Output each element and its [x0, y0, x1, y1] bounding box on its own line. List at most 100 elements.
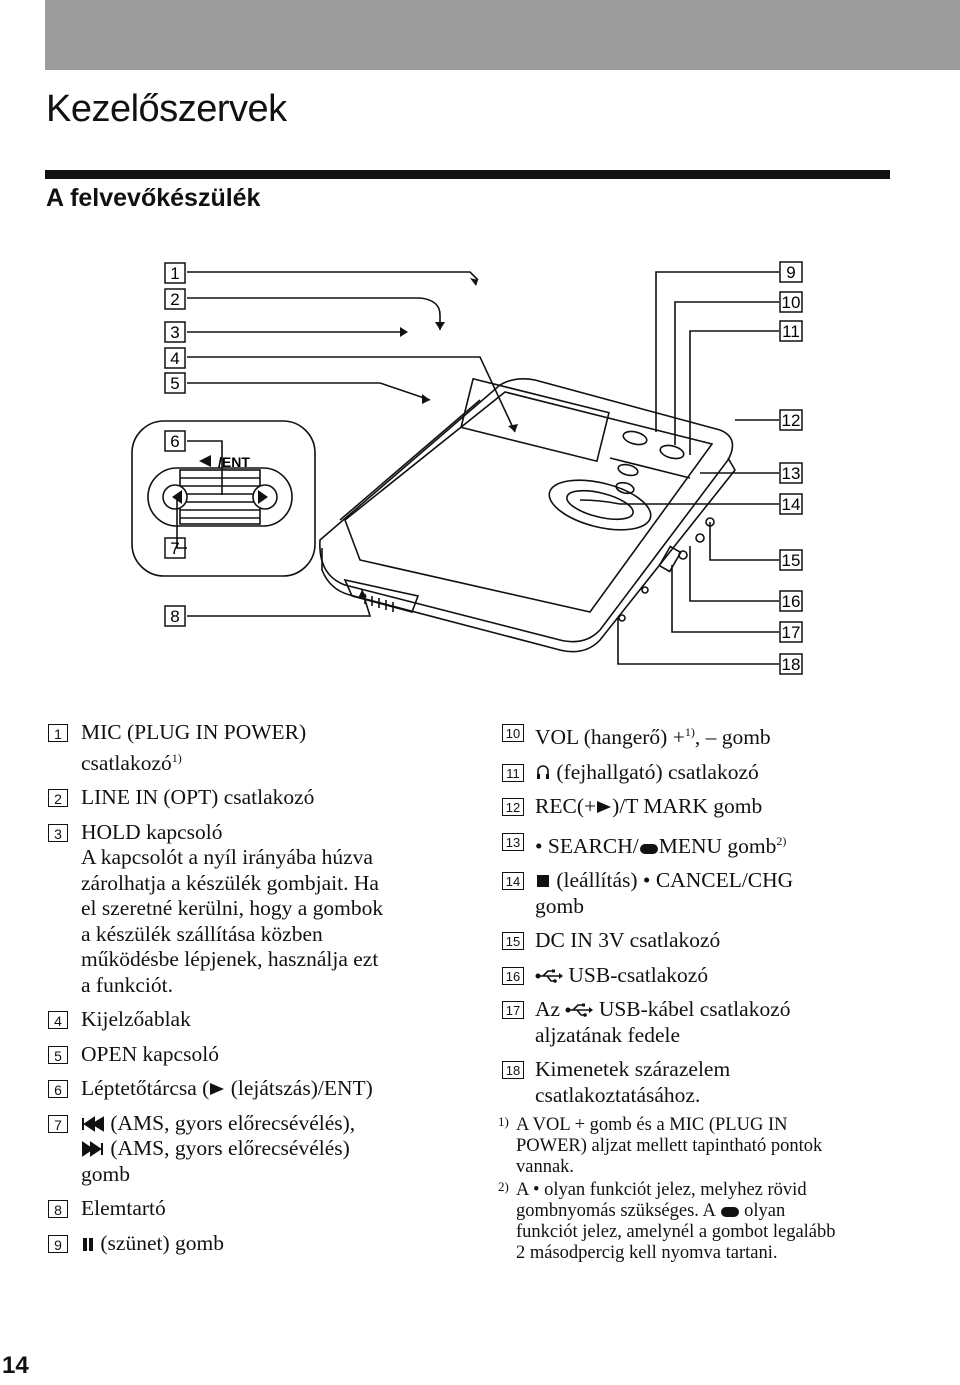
callouts-right: 9 10 11 12 13 14 15 16 17 18 [779, 261, 803, 675]
page-number: 14 [2, 1352, 29, 1379]
legend-item-12: 12 REC(+)/T MARK gomb [500, 794, 920, 820]
item-number: 8 [48, 1200, 68, 1219]
long-press-icon [639, 843, 658, 854]
legend-item-4: 4 Kijelzőablak [46, 1007, 466, 1033]
legend-item-7: 7 (AMS, gyors előrecsévélés), (AMS, gyor… [46, 1111, 466, 1188]
item-number: 6 [48, 1080, 68, 1099]
item-number: 11 [502, 763, 524, 782]
section-rule [45, 170, 890, 179]
svg-text:15: 15 [782, 551, 801, 570]
pause-icon [83, 1237, 93, 1251]
legend-left: 1 MIC (PLUG IN POWER) csatlakozó1) 2 LIN… [46, 720, 466, 1265]
svg-text:10: 10 [782, 293, 801, 312]
callout-9: 9 [779, 261, 803, 283]
callout-4: 4 [164, 347, 186, 369]
svg-text:8: 8 [170, 607, 179, 626]
svg-text:2: 2 [170, 290, 179, 309]
next-icon [258, 490, 272, 504]
callout-1: 1 [164, 262, 186, 284]
item-number: 3 [48, 823, 68, 842]
callout-11: 11 [779, 320, 803, 342]
device-outline [319, 378, 734, 643]
headphones-icon [537, 764, 549, 779]
next-track-icon [82, 1141, 103, 1158]
legend-item-14: 14 (leállítás) • CANCEL/CHG gomb [500, 868, 920, 919]
legend-item-8: 8 Elemtartó [46, 1196, 466, 1222]
svg-text:14: 14 [782, 495, 801, 514]
item-number: 5 [48, 1045, 68, 1064]
callout-2: 2 [164, 288, 186, 310]
device-diagram: /ENT 1 2 3 4 5 6 7 8 9 10 11 12 13 14 15… [131, 261, 803, 675]
legend-item-6: 6 Léptetőtárcsa ( (lejátszás)/ENT) [46, 1076, 466, 1102]
inset-frame [131, 420, 316, 577]
item-number: 15 [502, 932, 524, 951]
legend-item-10: 10 VOL (hangerő) +1), – gomb [500, 720, 920, 751]
legend-item-16: 16 USB-csatlakozó [500, 963, 920, 989]
callout-15: 15 [779, 549, 803, 571]
callout-10: 10 [779, 291, 803, 313]
svg-text:5: 5 [170, 374, 179, 393]
header-bar [45, 0, 960, 70]
section-subtitle: A felvevőkészülék [46, 184, 261, 212]
svg-text:3: 3 [170, 323, 179, 342]
callout-13: 13 [779, 462, 803, 484]
callout-6: 6 [164, 430, 186, 452]
callout-18: 18 [779, 653, 803, 675]
svg-text:9: 9 [786, 263, 795, 282]
callout-17: 17 [779, 621, 803, 643]
callout-12: 12 [779, 409, 803, 431]
callout-5: 5 [164, 372, 186, 394]
legend-item-9: 9 (szünet) gomb [46, 1231, 466, 1257]
svg-text:12: 12 [782, 411, 801, 430]
item-number: 7 [48, 1114, 68, 1133]
footnote-1: 1) A VOL + gomb és a MIC (PLUG IN POWER)… [498, 1114, 823, 1178]
legend-item-17: 17 Az USB-kábel csatlakozó aljzatának fe… [500, 997, 920, 1048]
svg-text:11: 11 [782, 322, 800, 341]
legend-item-11: 11 (fejhallgató) csatlakozó [500, 760, 920, 786]
legend-item-15: 15 DC IN 3V csatlakozó [500, 928, 920, 954]
play-icon [597, 801, 612, 814]
usb-icon [565, 1003, 594, 1018]
callout-3: 3 [164, 321, 186, 343]
legend-item-13: 13 • SEARCH/MENU gomb2) [500, 829, 920, 860]
item-number: 1 [48, 724, 68, 742]
callout-8: 8 [164, 605, 186, 627]
item-number: 10 [502, 724, 524, 742]
prev-icon [168, 490, 182, 504]
item-number: 9 [48, 1234, 68, 1253]
svg-text:7: 7 [170, 539, 179, 558]
page-title: Kezelőszervek [46, 88, 287, 130]
svg-text:1: 1 [170, 264, 179, 283]
play-icon [210, 1083, 225, 1096]
legend-right: 10 VOL (hangerő) +1), – gomb 11 (fejhall… [498, 720, 920, 1268]
legend-item-5: 5 OPEN kapcsoló [46, 1042, 466, 1068]
svg-text:6: 6 [170, 432, 179, 451]
item-number: 13 [502, 832, 524, 851]
svg-text:17: 17 [782, 623, 801, 642]
item-number: 2 [48, 789, 68, 808]
svg-text:18: 18 [782, 655, 801, 674]
legend-item-2: 2 LINE IN (OPT) csatlakozó [46, 785, 466, 811]
svg-text:16: 16 [782, 592, 801, 611]
inset-label: /ENT [218, 454, 250, 470]
item-number: 4 [48, 1011, 68, 1030]
long-press-icon [720, 1207, 739, 1218]
item-number: 18 [502, 1061, 524, 1080]
battery-holder [343, 578, 420, 613]
legend-item-3: 3 HOLD kapcsoló A kapcsolót a nyíl irány… [46, 820, 466, 999]
prev-track-icon [82, 1115, 104, 1132]
display-window [460, 377, 610, 463]
legend-item-1: 1 MIC (PLUG IN POWER) csatlakozó1) [46, 720, 466, 776]
callouts-left: 1 2 3 4 5 6 7 8 [164, 262, 186, 627]
callout-14: 14 [779, 493, 803, 515]
item-number: 17 [502, 1001, 524, 1020]
item-number: 14 [502, 872, 524, 891]
usb-icon [535, 969, 563, 983]
jog-dial [548, 479, 652, 531]
legend-item-18: 18 Kimenetek szárazelem csatlakoztatásáh… [500, 1057, 920, 1108]
item-number: 16 [502, 966, 524, 985]
stop-icon [537, 875, 549, 888]
footnote-2: 2) A • olyan funkciót jelez, melyhez röv… [498, 1179, 836, 1264]
svg-text:4: 4 [170, 349, 179, 368]
callout-16: 16 [779, 590, 803, 612]
